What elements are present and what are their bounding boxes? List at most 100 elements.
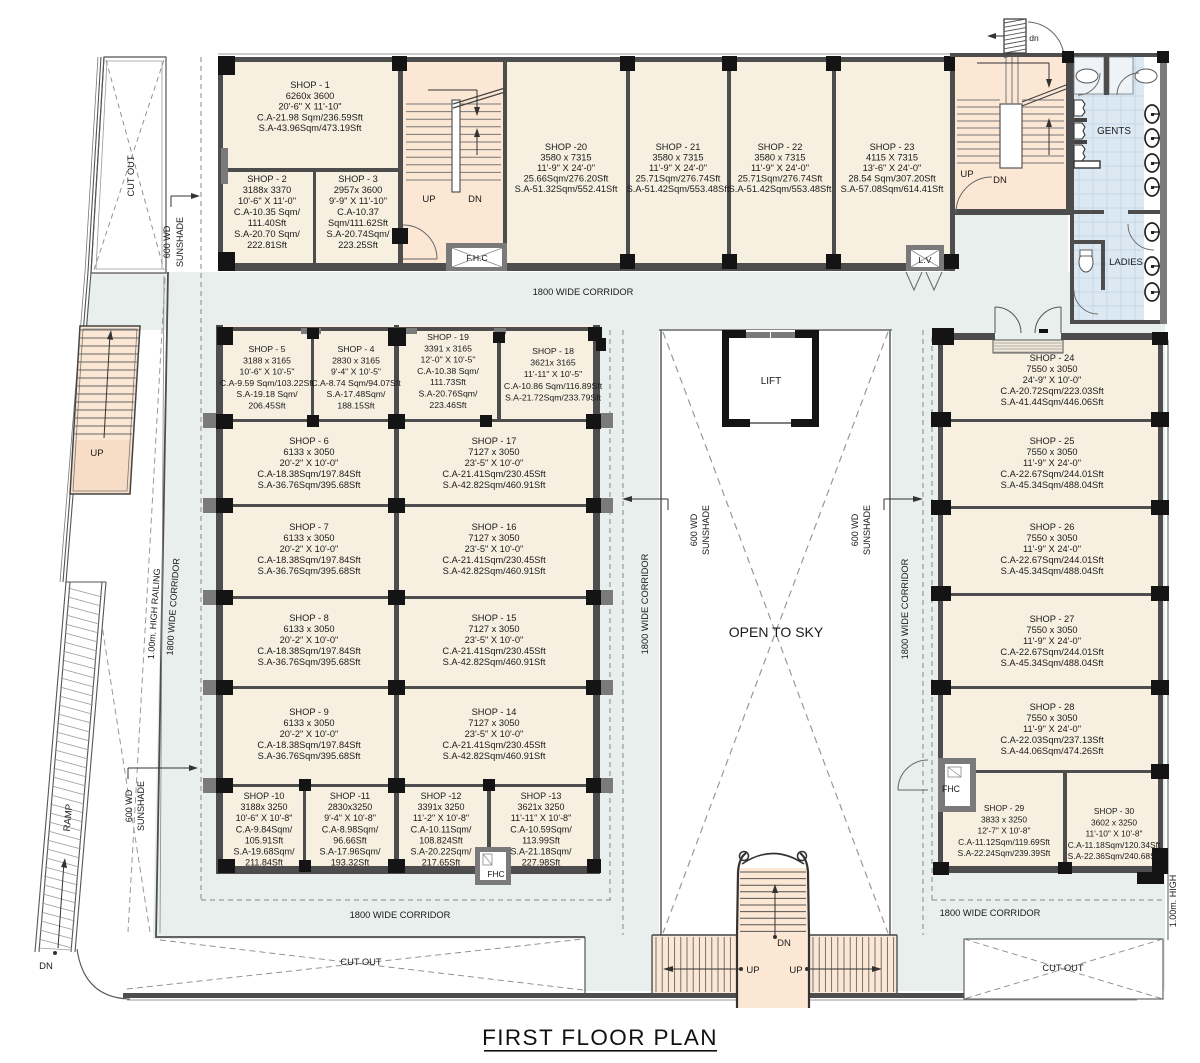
- svg-text:S.A-51.32Sqm/552.41Sft: S.A-51.32Sqm/552.41Sft: [515, 184, 618, 194]
- svg-text:S.A-45.34Sqm/488.04Sft: S.A-45.34Sqm/488.04Sft: [1001, 480, 1104, 490]
- svg-text:SHOP - 4: SHOP - 4: [337, 344, 374, 354]
- svg-text:SHOP - 24: SHOP - 24: [1030, 353, 1075, 363]
- svg-text:7550 x 3050: 7550 x 3050: [1026, 447, 1077, 457]
- svg-text:11'-2" X 10'-8": 11'-2" X 10'-8": [413, 813, 469, 823]
- svg-text:6133 x 3050: 6133 x 3050: [283, 718, 334, 728]
- svg-text:9'-4" X 10'-8": 9'-4" X 10'-8": [324, 813, 376, 823]
- svg-text:SHOP -13: SHOP -13: [521, 791, 562, 801]
- svg-text:SHOP - 1: SHOP - 1: [290, 80, 330, 90]
- svg-text:FHC: FHC: [942, 784, 961, 794]
- svg-text:C.A-18.38Sqm/197.84Sft: C.A-18.38Sqm/197.84Sft: [257, 555, 361, 565]
- svg-text:13'-6" X 24'-0": 13'-6" X 24'-0": [863, 163, 922, 173]
- svg-text:600 WD: 600 WD: [689, 513, 699, 546]
- svg-text:SHOP - 18: SHOP - 18: [532, 346, 574, 356]
- svg-text:7550 x 3050: 7550 x 3050: [1026, 625, 1077, 635]
- svg-text:RAMP: RAMP: [62, 804, 75, 832]
- svg-text:S.A-42.82Sqm/460.91Sft: S.A-42.82Sqm/460.91Sft: [443, 480, 546, 490]
- svg-text:7550 x 3050: 7550 x 3050: [1026, 533, 1077, 543]
- svg-text:S.A-36.76Sqm/395.68Sft: S.A-36.76Sqm/395.68Sft: [258, 657, 361, 667]
- svg-text:23'-5" X 10'-0": 23'-5" X 10'-0": [465, 635, 524, 645]
- svg-text:S.A-19.18 Sqm/: S.A-19.18 Sqm/: [236, 389, 298, 399]
- svg-text:12'-7" X 10'-8": 12'-7" X 10'-8": [978, 826, 1031, 836]
- svg-text:DN: DN: [777, 938, 791, 949]
- svg-text:20'-2" X 10'-0": 20'-2" X 10'-0": [280, 729, 339, 739]
- svg-text:600 WD: 600 WD: [124, 789, 134, 822]
- svg-text:UP: UP: [422, 194, 435, 205]
- svg-text:DN: DN: [993, 175, 1007, 186]
- svg-text:C.A-9.59 Sqm/103.22Sft: C.A-9.59 Sqm/103.22Sft: [220, 378, 315, 388]
- svg-text:3621x 3165: 3621x 3165: [530, 358, 576, 368]
- svg-text:C.A-21.98 Sqm/236.59Sft: C.A-21.98 Sqm/236.59Sft: [257, 112, 363, 122]
- svg-text:11'-9" X 24'-0": 11'-9" X 24'-0": [537, 163, 595, 173]
- svg-text:23'-5" X 10'-0": 23'-5" X 10'-0": [465, 729, 524, 739]
- svg-text:9'-4" X 10'-5": 9'-4" X 10'-5": [331, 367, 381, 377]
- svg-text:UP: UP: [746, 965, 759, 976]
- svg-text:S.A-43.96Sqm/473.19Sft: S.A-43.96Sqm/473.19Sft: [259, 123, 362, 133]
- svg-text:2830x3250: 2830x3250: [328, 802, 373, 812]
- svg-text:SUNSHADE: SUNSHADE: [862, 505, 872, 555]
- svg-text:S.A-45.34Sqm/488.04Sft: S.A-45.34Sqm/488.04Sft: [1001, 566, 1104, 576]
- svg-text:SUNSHADE: SUNSHADE: [175, 217, 185, 267]
- svg-text:3188x 3370: 3188x 3370: [243, 185, 292, 195]
- svg-text:25.66Sqm/276.20Sft: 25.66Sqm/276.20Sft: [524, 174, 609, 184]
- svg-text:SHOP - 30: SHOP - 30: [1094, 806, 1135, 816]
- svg-text:C.A-22.67Sqm/244.01Sft: C.A-22.67Sqm/244.01Sft: [1000, 469, 1104, 479]
- svg-text:108.824Sft: 108.824Sft: [419, 835, 463, 845]
- svg-text:SHOP -10: SHOP -10: [244, 791, 285, 801]
- svg-text:SHOP - 5: SHOP - 5: [248, 344, 285, 354]
- svg-text:S.A-36.76Sqm/395.68Sft: S.A-36.76Sqm/395.68Sft: [258, 751, 361, 761]
- svg-text:GENTS: GENTS: [1097, 126, 1131, 137]
- svg-text:28.54 Sqm/307.20Sft: 28.54 Sqm/307.20Sft: [848, 174, 936, 184]
- svg-text:SHOP - 27: SHOP - 27: [1030, 614, 1075, 624]
- svg-text:SHOP - 19: SHOP - 19: [427, 332, 469, 342]
- svg-text:223.46Sft: 223.46Sft: [429, 400, 467, 410]
- svg-text:S.A-22.24Sqm/239.39Sft: S.A-22.24Sqm/239.39Sft: [958, 848, 1051, 858]
- svg-text:600 WD: 600 WD: [162, 225, 172, 258]
- svg-text:dn: dn: [1029, 33, 1039, 43]
- svg-text:193.32Sft: 193.32Sft: [331, 858, 370, 868]
- svg-text:11'-10" X 10'-8": 11'-10" X 10'-8": [1086, 829, 1143, 839]
- svg-text:3580 x 7315: 3580 x 7315: [652, 153, 703, 163]
- svg-text:C.A-21.41Sqm/230.45Sft: C.A-21.41Sqm/230.45Sft: [442, 646, 546, 656]
- svg-text:SHOP - 25: SHOP - 25: [1030, 436, 1075, 446]
- svg-text:C.A-21.41Sqm/230.45Sft: C.A-21.41Sqm/230.45Sft: [442, 740, 546, 750]
- svg-text:111.40Sft: 111.40Sft: [248, 218, 287, 228]
- svg-text:DN: DN: [468, 194, 482, 205]
- svg-text:7550 x 3050: 7550 x 3050: [1026, 364, 1077, 374]
- svg-text:222.81Sft: 222.81Sft: [247, 240, 287, 250]
- svg-text:SHOP - 8: SHOP - 8: [289, 613, 329, 623]
- svg-text:11'-9" X 24'-0": 11'-9" X 24'-0": [1023, 724, 1081, 734]
- svg-text:S.A-20.74Sqm/: S.A-20.74Sqm/: [326, 229, 389, 239]
- svg-text:600 WD: 600 WD: [850, 513, 860, 546]
- svg-text:S.A-51.42Sqm/553.48Sft: S.A-51.42Sqm/553.48Sft: [627, 184, 730, 194]
- svg-text:S.A-42.82Sqm/460.91Sft: S.A-42.82Sqm/460.91Sft: [443, 751, 546, 761]
- svg-text:S.A-22.36Sqm/240.68Sft: S.A-22.36Sqm/240.68Sft: [1068, 851, 1161, 861]
- svg-text:4115 X 7315: 4115 X 7315: [866, 153, 918, 163]
- svg-text:6133 x 3050: 6133 x 3050: [283, 624, 334, 634]
- svg-text:C.A-22.03Sqm/237.13Sft: C.A-22.03Sqm/237.13Sft: [1000, 735, 1104, 745]
- svg-text:L.V: L.V: [919, 255, 932, 265]
- svg-text:211.84Sft: 211.84Sft: [245, 858, 283, 868]
- svg-text:6133 x 3050: 6133 x 3050: [283, 447, 334, 457]
- svg-text:C.A-11.18Sqm/120.34Sft: C.A-11.18Sqm/120.34Sft: [1068, 840, 1161, 850]
- svg-text:20'-6" X 11'-10": 20'-6" X 11'-10": [278, 102, 341, 112]
- svg-text:3602 x 3250: 3602 x 3250: [1091, 817, 1137, 827]
- svg-text:1800 WIDE CORRIDOR: 1800 WIDE CORRIDOR: [533, 287, 634, 297]
- svg-text:C.A-10.11Sqm/: C.A-10.11Sqm/: [411, 824, 472, 834]
- svg-text:S.A-17.48Sqm/: S.A-17.48Sqm/: [327, 389, 386, 399]
- svg-text:SHOP - 17: SHOP - 17: [472, 436, 517, 446]
- svg-text:7127 x 3050: 7127 x 3050: [468, 533, 519, 543]
- svg-text:25.71Sqm/276.74Sft: 25.71Sqm/276.74Sft: [636, 174, 721, 184]
- svg-text:S.A-36.76Sqm/395.68Sft: S.A-36.76Sqm/395.68Sft: [258, 480, 361, 490]
- svg-text:SUNSHADE: SUNSHADE: [701, 505, 711, 555]
- svg-text:188.15Sft: 188.15Sft: [337, 401, 375, 411]
- svg-text:F.H.C: F.H.C: [466, 253, 487, 263]
- svg-text:C.A-10.37: C.A-10.37: [337, 207, 379, 217]
- svg-text:FIRST FLOOR PLAN: FIRST FLOOR PLAN: [482, 1025, 718, 1050]
- svg-text:223.25Sft: 223.25Sft: [338, 240, 378, 250]
- svg-text:LADIES: LADIES: [1109, 257, 1143, 268]
- svg-text:UP: UP: [960, 169, 973, 180]
- svg-text:S.A-41.44Sqm/446.06Sft: S.A-41.44Sqm/446.06Sft: [1001, 397, 1104, 407]
- svg-text:C.A-20.72Sqm/223.03Sft: C.A-20.72Sqm/223.03Sft: [1000, 386, 1104, 396]
- svg-text:SHOP - 29: SHOP - 29: [984, 803, 1025, 813]
